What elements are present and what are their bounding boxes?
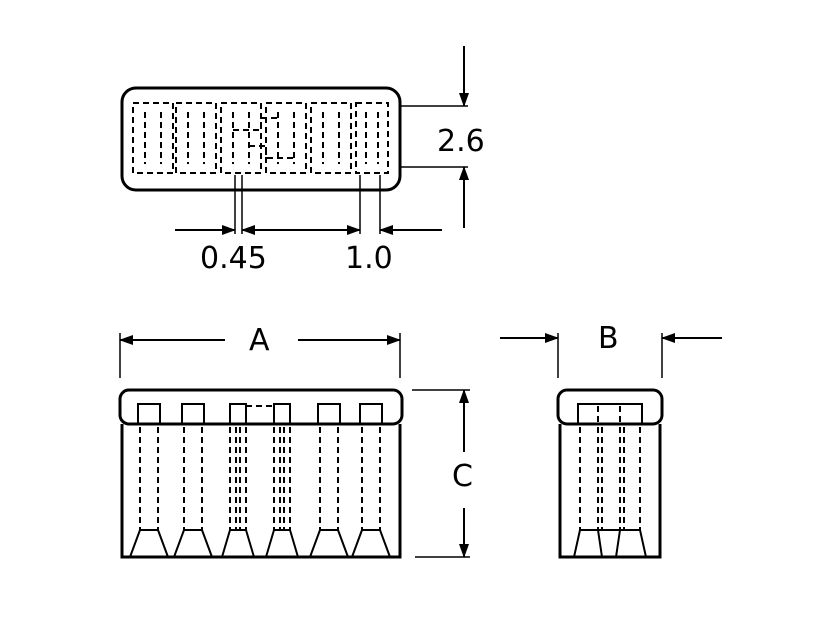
top-view: 2.6 0.45 1.0 xyxy=(120,46,485,276)
side-view-body xyxy=(558,424,662,559)
dimension-height: C xyxy=(412,389,473,558)
dimension-pin-pitch: 0.45 1.0 xyxy=(175,175,442,276)
side-view-pins xyxy=(573,403,647,558)
top-view-cavities xyxy=(132,102,389,174)
label-0-45: 0.45 xyxy=(200,241,267,276)
label-2-6: 2.6 xyxy=(437,124,485,159)
top-view-outline xyxy=(120,86,402,192)
side-view-cap xyxy=(556,388,664,426)
side-view: B xyxy=(500,321,722,559)
front-view: A C xyxy=(118,323,473,559)
front-view-cap xyxy=(118,388,404,426)
dimension-length: A xyxy=(119,323,401,378)
label-c: C xyxy=(452,459,473,494)
front-view-pins xyxy=(129,403,391,558)
dimension-width: B xyxy=(500,321,722,378)
front-view-body xyxy=(120,424,402,559)
dimension-height-top: 2.6 xyxy=(400,46,485,228)
label-b: B xyxy=(598,321,619,356)
label-1-0: 1.0 xyxy=(345,241,393,276)
label-a: A xyxy=(249,323,270,358)
